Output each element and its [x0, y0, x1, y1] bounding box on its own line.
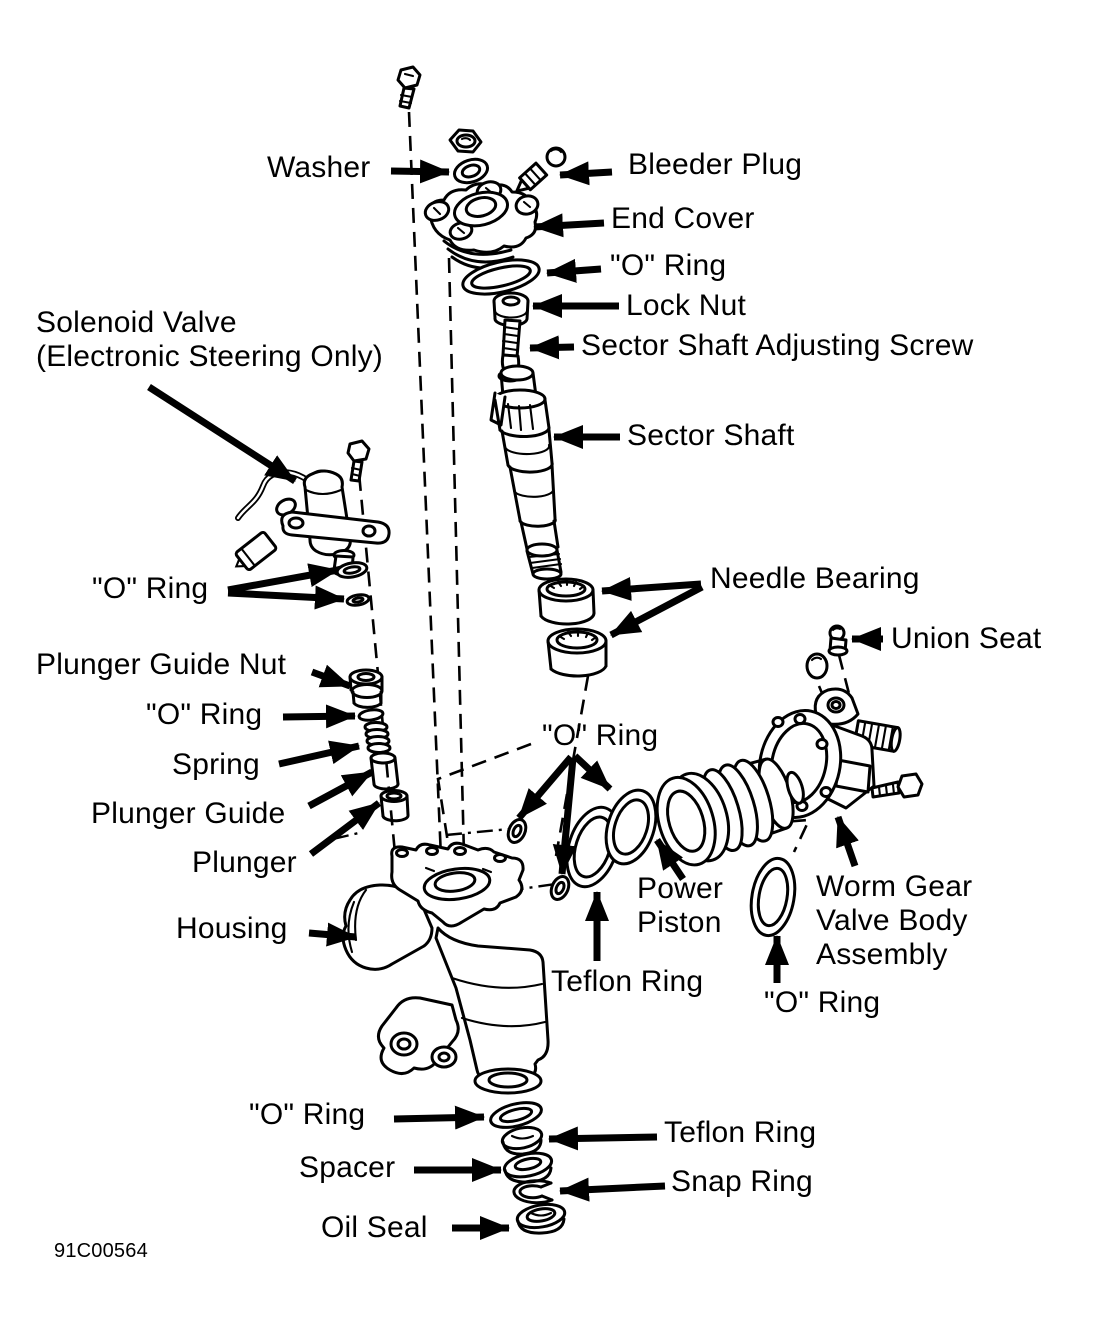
o-ring-part-center-small-b [549, 875, 571, 901]
nut-part [448, 128, 483, 154]
label-o-ring-center: "O" Ring [542, 719, 659, 752]
label-sector-shaft: Sector Shaft [627, 419, 795, 452]
spring-part [363, 721, 392, 754]
end-cover-part [423, 180, 540, 270]
housing-part [341, 841, 550, 1095]
label-washer: Washer [267, 151, 371, 184]
label-o-ring-solenoid: "O" Ring [92, 572, 209, 605]
oil-seal-part [515, 1202, 567, 1235]
washer-part [452, 157, 490, 185]
label-housing: Housing [176, 912, 288, 945]
needle-bearing-part-lower [546, 627, 608, 678]
label-solenoid-valve: Solenoid Valve (Electronic Steering Only… [36, 306, 383, 373]
label-teflon-ring-mid: Teflon Ring [551, 965, 704, 998]
label-lock-nut: Lock Nut [626, 289, 746, 322]
bolt-part [396, 65, 422, 110]
o-ring-part-valve-body [749, 856, 797, 938]
plunger-part [379, 789, 410, 823]
sector-shaft-part [489, 364, 563, 581]
lock-nut-part [492, 291, 530, 327]
bolt-part-right [870, 772, 924, 799]
label-o-ring-top: "O" Ring [610, 249, 727, 282]
label-spring: Spring [172, 748, 260, 781]
label-teflon-ring-bottom: Teflon Ring [664, 1116, 817, 1149]
label-end-cover: End Cover [611, 202, 755, 235]
label-sector-shaft-adjusting-screw: Sector Shaft Adjusting Screw [581, 329, 974, 362]
o-ring-part-plunger [357, 708, 385, 722]
o-ring-part-center-small-a [506, 818, 528, 844]
union-seat-part [827, 624, 849, 657]
label-plunger: Plunger [192, 846, 297, 879]
o-ring-part-solenoid-a [335, 561, 369, 579]
figure-code: 91C00564 [54, 1240, 148, 1262]
snap-ring-part [512, 1179, 554, 1205]
label-snap-ring: Snap Ring [671, 1165, 813, 1198]
o-ring-part-solenoid-b [345, 593, 371, 607]
label-power-piston: Power Piston [637, 872, 724, 939]
o-ring-part-bottom [489, 1101, 543, 1129]
label-worm-gear-valve-body-assembly: Worm Gear Valve Body Assembly [816, 870, 973, 971]
label-union-seat: Union Seat [891, 622, 1042, 655]
callout-arrows [147, 159, 883, 1240]
label-plunger-guide-nut: Plunger Guide Nut [36, 648, 287, 681]
needle-bearing-part-upper [537, 577, 596, 626]
label-bleeder-plug: Bleeder Plug [628, 148, 803, 181]
bleeder-plug-part [515, 146, 567, 193]
o-ring-part-top [461, 258, 541, 296]
o-ring-part-center-large [604, 788, 658, 866]
label-o-ring-bottom: "O" Ring [249, 1098, 366, 1131]
plunger-guide-part [369, 751, 400, 791]
union-seat-part-lower [805, 652, 829, 680]
label-plunger-guide: Plunger Guide [91, 797, 286, 830]
label-o-ring-plunger: "O" Ring [146, 698, 263, 731]
solenoid-valve-part [234, 439, 391, 577]
plunger-guide-nut-part [348, 668, 384, 709]
label-needle-bearing: Needle Bearing [710, 562, 920, 595]
label-spacer: Spacer [299, 1151, 396, 1184]
label-oil-seal: Oil Seal [321, 1211, 428, 1244]
spacer-part [502, 1151, 554, 1184]
label-o-ring-valve-body: "O" Ring [764, 986, 881, 1019]
